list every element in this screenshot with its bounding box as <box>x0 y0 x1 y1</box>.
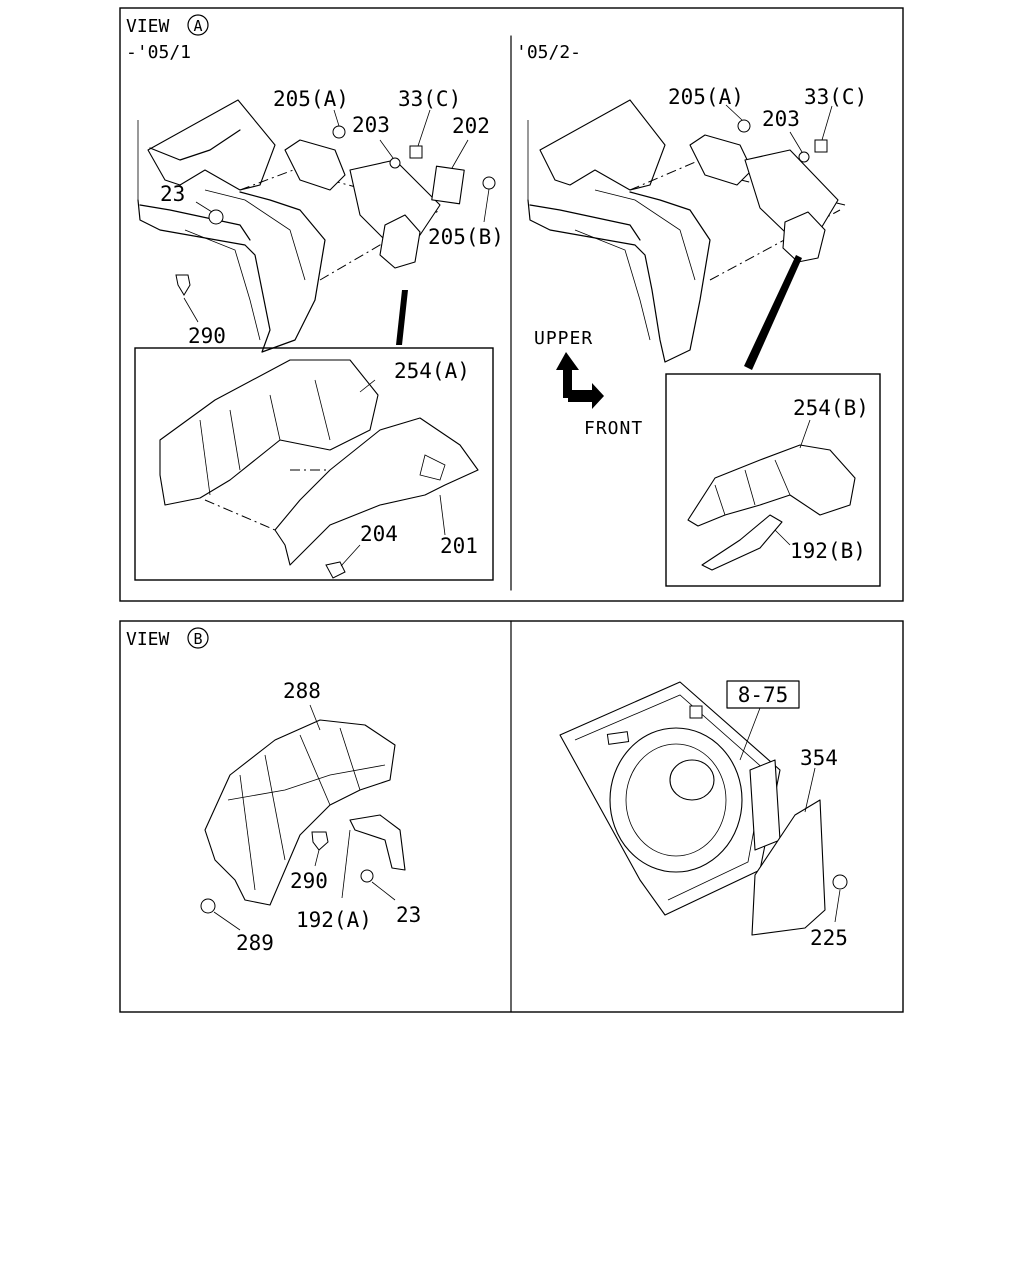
callout-290-left: 290 <box>188 324 226 348</box>
view-a-panel: VIEW A -'05/1 '05/2- <box>119 7 904 602</box>
callout-289: 289 <box>236 931 274 955</box>
bolt-289 <box>200 898 216 914</box>
view-a-title: VIEW <box>126 16 170 37</box>
bolt-23-viewb <box>360 869 374 883</box>
view-a-letter: A <box>193 17 202 35</box>
view-a-frame <box>119 7 904 602</box>
splash-flap <box>379 214 421 269</box>
callout-33c-right: 33(C) <box>804 85 867 109</box>
part-192a-bracket <box>349 814 406 871</box>
callout-205a-left: 205(A) <box>273 87 349 111</box>
callout-33c-left: 33(C) <box>398 87 461 111</box>
ref-8-75: 8-75 <box>738 683 789 707</box>
view-b: VIEW B 288 290 23 192(A) 289 <box>126 627 421 955</box>
callout-203-left: 203 <box>352 113 390 137</box>
ref-8-75-box <box>726 680 800 709</box>
callout-201: 201 <box>440 534 478 558</box>
callout-354: 354 <box>800 746 838 770</box>
direction-arrow-icon <box>556 352 604 409</box>
bolt-33c-right <box>814 139 828 153</box>
bolt-23-left <box>208 209 224 225</box>
part-192b-strip <box>701 514 783 571</box>
part-201-liner <box>274 417 479 566</box>
period-right: '05/2- <box>516 42 581 63</box>
view-b-letter-circle <box>187 627 209 649</box>
callout-23-viewb: 23 <box>396 903 421 927</box>
direction-upper: UPPER <box>534 328 593 349</box>
right-body-drawing <box>527 99 846 363</box>
inset-left: 254(A) 204 201 <box>134 347 494 581</box>
view-b-title: VIEW <box>126 629 170 650</box>
inset-right-frame <box>665 373 881 587</box>
view-b-letter: B <box>193 630 202 648</box>
spare-tire <box>609 727 743 873</box>
right-splash-flap <box>782 211 826 263</box>
callout-290-viewb: 290 <box>290 869 328 893</box>
spare-tire-view: 8-75 354 225 <box>559 680 848 950</box>
panel-bracket-upper <box>284 139 346 191</box>
clip-205a-right <box>737 119 751 133</box>
bolt-top-right <box>689 705 703 719</box>
inset-right: 254(B) 192(B) <box>665 373 881 587</box>
bolt-33c-left <box>409 145 423 159</box>
part-202-plate <box>431 165 465 205</box>
part-288-liner <box>204 719 396 906</box>
part-254a-bracket <box>159 359 379 506</box>
part-354-plate <box>751 799 826 936</box>
pointer-wedge-left <box>396 290 408 345</box>
right-bracket <box>689 134 753 186</box>
view-a-letter-circle <box>187 14 209 36</box>
inset-left-frame <box>134 347 494 581</box>
pointer-wedge-right <box>744 255 802 370</box>
callout-203-right: 203 <box>762 107 800 131</box>
clip-204 <box>325 561 346 579</box>
part-254b-liner <box>687 444 856 527</box>
bolt-top-left <box>606 731 630 745</box>
callout-225: 225 <box>810 926 848 950</box>
tire-hub <box>669 759 715 801</box>
washer-203-right <box>798 151 810 163</box>
carrier-bracket <box>749 759 781 851</box>
callout-204: 204 <box>360 522 398 546</box>
clip-205a-left <box>332 125 346 139</box>
clip-290-viewb <box>311 831 329 851</box>
callout-254a: 254(A) <box>394 359 470 383</box>
direction-front: FRONT <box>584 418 643 439</box>
callout-254b: 254(B) <box>793 396 869 420</box>
washer-203-left <box>389 157 401 169</box>
period-left: -'05/1 <box>126 42 191 63</box>
nut-225 <box>832 874 848 890</box>
callout-288: 288 <box>283 679 321 703</box>
callout-205a-right: 205(A) <box>668 85 744 109</box>
clip-205b-left <box>482 176 496 190</box>
callout-23-left: 23 <box>160 182 185 206</box>
callout-192a: 192(A) <box>296 908 372 932</box>
callout-205b-left: 205(B) <box>428 225 504 249</box>
bottom-panel: VIEW B 288 290 23 192(A) 289 <box>119 620 904 1013</box>
callout-202-left: 202 <box>452 114 490 138</box>
callout-192b: 192(B) <box>790 539 866 563</box>
clip-290-left <box>175 274 191 296</box>
